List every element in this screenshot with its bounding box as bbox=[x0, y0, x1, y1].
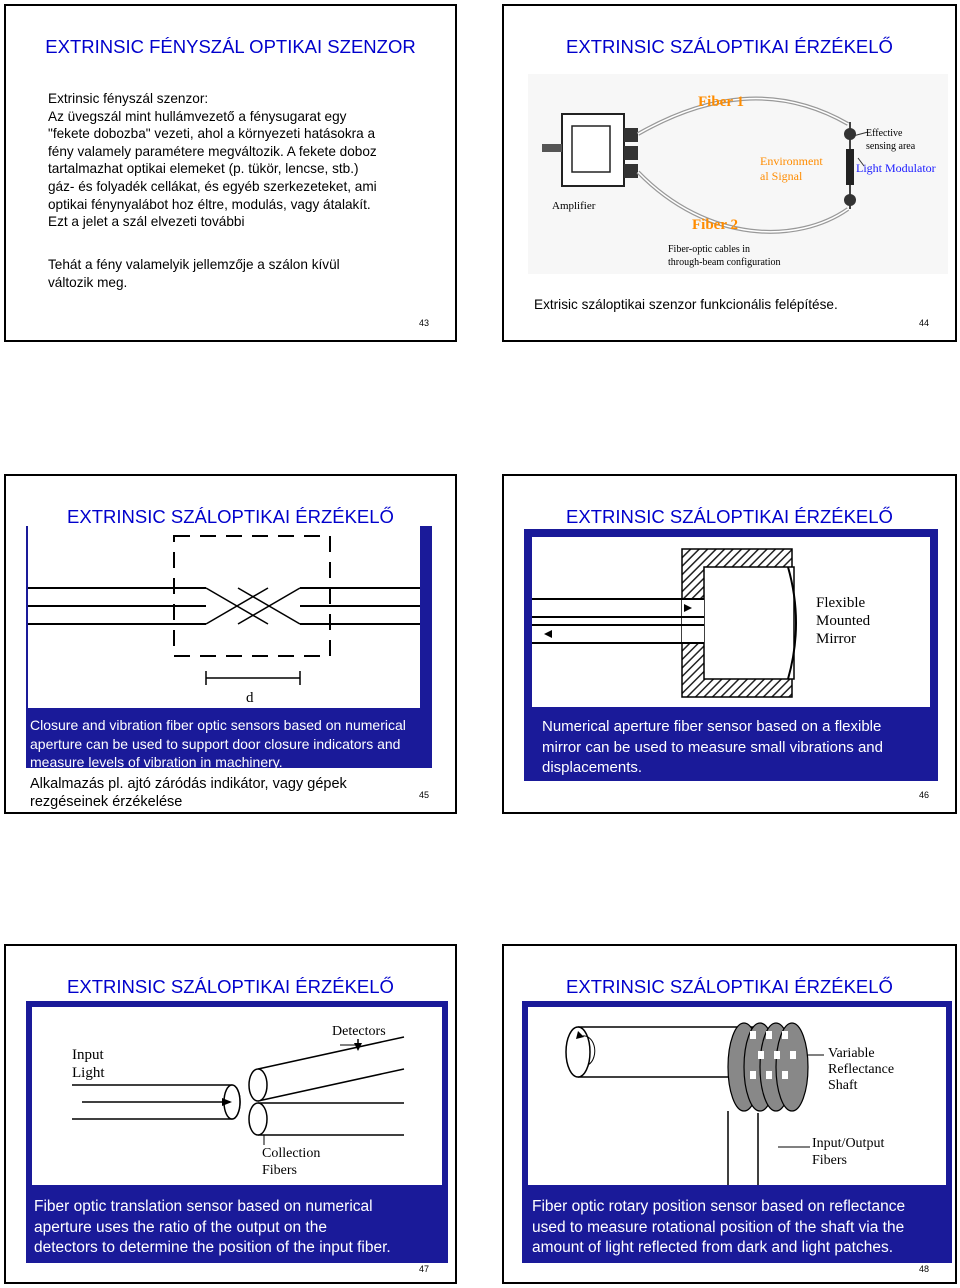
body-line: Ezt a jelet a szál elvezeti további bbox=[48, 214, 245, 230]
body-line: változik meg. bbox=[48, 274, 128, 290]
shaft-label-2: Reflectance bbox=[828, 1062, 894, 1077]
slide-43: EXTRINSIC FÉNYSZÁL OPTIKAI SZENZOR Extri… bbox=[4, 4, 457, 342]
figure-caption: Extrisic száloptikai szenzor funkcionáli… bbox=[534, 297, 838, 312]
slide-title: EXTRINSIC SZÁLOPTIKAI ÉRZÉKELŐ bbox=[566, 976, 893, 997]
collection-label: Collection bbox=[262, 1146, 320, 1161]
note-line: rezgéseinek érzékelése bbox=[30, 793, 183, 810]
figure-caption: Fiber optic rotary position sensor based… bbox=[532, 1197, 905, 1259]
fiber-sensor-diagram: Fiber 1 Fiber 2 Amplifier Environment al… bbox=[528, 74, 948, 274]
caption-line: mirror can be used to measure small vibr… bbox=[542, 738, 883, 756]
fibers-label: Input/Output bbox=[812, 1136, 884, 1151]
slide-title: EXTRINSIC SZÁLOPTIKAI ÉRZÉKELŐ bbox=[67, 976, 394, 997]
slide-47: EXTRINSIC SZÁLOPTIKAI ÉRZÉKELŐ Input Lig… bbox=[4, 944, 457, 1284]
figure-area: Input Light Detectors Collection Fibers bbox=[32, 1007, 442, 1185]
caption-line: Closure and vibration fiber optic sensor… bbox=[30, 717, 406, 733]
figure-area: Variable Reflectance Shaft Input/Output … bbox=[528, 1007, 946, 1185]
caption-line: Fiber optic rotary position sensor based… bbox=[532, 1198, 906, 1215]
caption-line: Numerical aperture fiber sensor based on… bbox=[542, 718, 882, 735]
application-note: Alkalmazás pl. ajtó záródás indikátor, v… bbox=[30, 776, 347, 811]
slide-title: EXTRINSIC SZÁLOPTIKAI ÉRZÉKELŐ bbox=[67, 506, 394, 527]
mirror-sensor-diagram: Flexible Mounted Mirror bbox=[532, 548, 871, 698]
input-label-2: Light bbox=[72, 1065, 105, 1081]
caption-line: Fiber optic translation sensor based on … bbox=[34, 1198, 373, 1215]
body-line: Tehát a fény valamelyik jellemzője a szá… bbox=[48, 257, 340, 272]
cables-label-2: through-beam configuration bbox=[668, 257, 780, 268]
amplifier-label: Amplifier bbox=[552, 200, 596, 212]
figure-caption: Fiber optic translation sensor based on … bbox=[34, 1197, 391, 1259]
body-line: Extrinsic fényszál szenzor: bbox=[48, 91, 209, 106]
cables-label: Fiber-optic cables in bbox=[668, 244, 750, 255]
figure-area: d bbox=[28, 526, 420, 708]
note-line: Alkalmazás pl. ajtó záródás indikátor, v… bbox=[30, 776, 347, 792]
body-line: gáz- és folyadék cellákat, és egyéb szer… bbox=[48, 178, 377, 194]
slide-title: EXTRINSIC SZÁLOPTIKAI ÉRZÉKELŐ bbox=[566, 506, 893, 527]
slide-title: EXTRINSIC SZÁLOPTIKAI ÉRZÉKELŐ bbox=[566, 36, 893, 57]
body-line: fény valamely paramétere megváltozik. A … bbox=[48, 143, 377, 159]
caption-line: aperture uses the ratio of the output on… bbox=[34, 1218, 327, 1236]
fibers-label-2: Fibers bbox=[812, 1153, 847, 1168]
figure-panel: Input Light Detectors Collection Fibers bbox=[26, 1001, 448, 1263]
mirror-label-2: Mounted bbox=[816, 613, 871, 629]
caption-line: detectors to determine the position of t… bbox=[34, 1239, 391, 1256]
body-line: "fekete dobozba" vezeti, ahol a környeze… bbox=[48, 126, 376, 142]
figure-panel: Flexible Mounted Mirror Numerical apertu… bbox=[524, 529, 938, 781]
slide-body-summary: Tehát a fény valamelyik jellemzője a szá… bbox=[48, 256, 340, 291]
effective-label: Effective bbox=[866, 128, 903, 139]
body-line: tartalmazhat optikai elemeket (p. tükör,… bbox=[48, 161, 359, 177]
slide-46: EXTRINSIC SZÁLOPTIKAI ÉRZÉKELŐ bbox=[502, 474, 957, 814]
page-number: 48 bbox=[918, 1264, 929, 1274]
figure-caption: Numerical aperture fiber sensor based on… bbox=[542, 717, 883, 779]
environment-label-2: al Signal bbox=[760, 169, 803, 183]
shaft-label-3: Shaft bbox=[828, 1078, 858, 1093]
figure-panel: Variable Reflectance Shaft Input/Output … bbox=[522, 1001, 952, 1263]
caption-line: aperture can be used to support door clo… bbox=[30, 735, 401, 752]
slide-title: EXTRINSIC FÉNYSZÁL OPTIKAI SZENZOR bbox=[45, 36, 416, 57]
slide-body: Extrinsic fényszál szenzor: Az üvegszál … bbox=[48, 90, 377, 231]
rotary-sensor-diagram: Variable Reflectance Shaft Input/Output … bbox=[565, 1022, 894, 1185]
page-number: 45 bbox=[418, 790, 429, 800]
caption-line: used to measure rotational position of t… bbox=[532, 1218, 905, 1236]
page-number: 46 bbox=[918, 790, 929, 800]
light-modulator bbox=[844, 122, 856, 209]
effective-label-2: sensing area bbox=[866, 141, 916, 152]
caption-line: measure levels of vibration in machinery… bbox=[30, 754, 283, 770]
shaft-label: Variable bbox=[828, 1046, 875, 1061]
page-number: 43 bbox=[418, 318, 429, 328]
figure-caption: Closure and vibration fiber optic sensor… bbox=[30, 716, 406, 772]
page-number: 47 bbox=[418, 1264, 429, 1274]
mirror-label: Flexible bbox=[816, 595, 866, 611]
caption-line: amount of light reflected from dark and … bbox=[532, 1239, 894, 1256]
body-line: optikai fénynyalábot hoz éltre, modulás,… bbox=[48, 196, 371, 212]
detectors-label: Detectors bbox=[332, 1024, 386, 1039]
caption-line: displacements. bbox=[542, 759, 643, 776]
closure-sensor-diagram: d bbox=[28, 535, 420, 706]
input-label: Input bbox=[72, 1047, 104, 1063]
fiber2-label: Fiber 2 bbox=[692, 217, 738, 233]
environment-label: Environment bbox=[760, 154, 823, 168]
mirror-label-3: Mirror bbox=[816, 631, 856, 647]
fiber1-label: Fiber 1 bbox=[698, 94, 744, 110]
figure-panel: d Closure and vibration fiber optic sens… bbox=[26, 526, 432, 770]
amplifier-box bbox=[542, 113, 638, 187]
page-number: 44 bbox=[918, 318, 929, 328]
distance-label: d bbox=[246, 690, 254, 706]
translation-sensor-diagram: Input Light Detectors Collection Fibers bbox=[72, 1024, 405, 1178]
figure-area: Flexible Mounted Mirror bbox=[532, 537, 930, 707]
body-line: Az üvegszál mint hullámvezető a fénysuga… bbox=[48, 108, 347, 124]
slide-44: EXTRINSIC SZÁLOPTIKAI ÉRZÉKELŐ Fiber 1 F… bbox=[502, 4, 957, 342]
collection-label-2: Fibers bbox=[262, 1163, 297, 1178]
modulator-label: Light Modulator bbox=[856, 161, 936, 175]
slide-48: EXTRINSIC SZÁLOPTIKAI ÉRZÉKELŐ bbox=[502, 944, 957, 1284]
slide-45: EXTRINSIC SZÁLOPTIKAI ÉRZÉKELŐ d bbox=[4, 474, 457, 814]
